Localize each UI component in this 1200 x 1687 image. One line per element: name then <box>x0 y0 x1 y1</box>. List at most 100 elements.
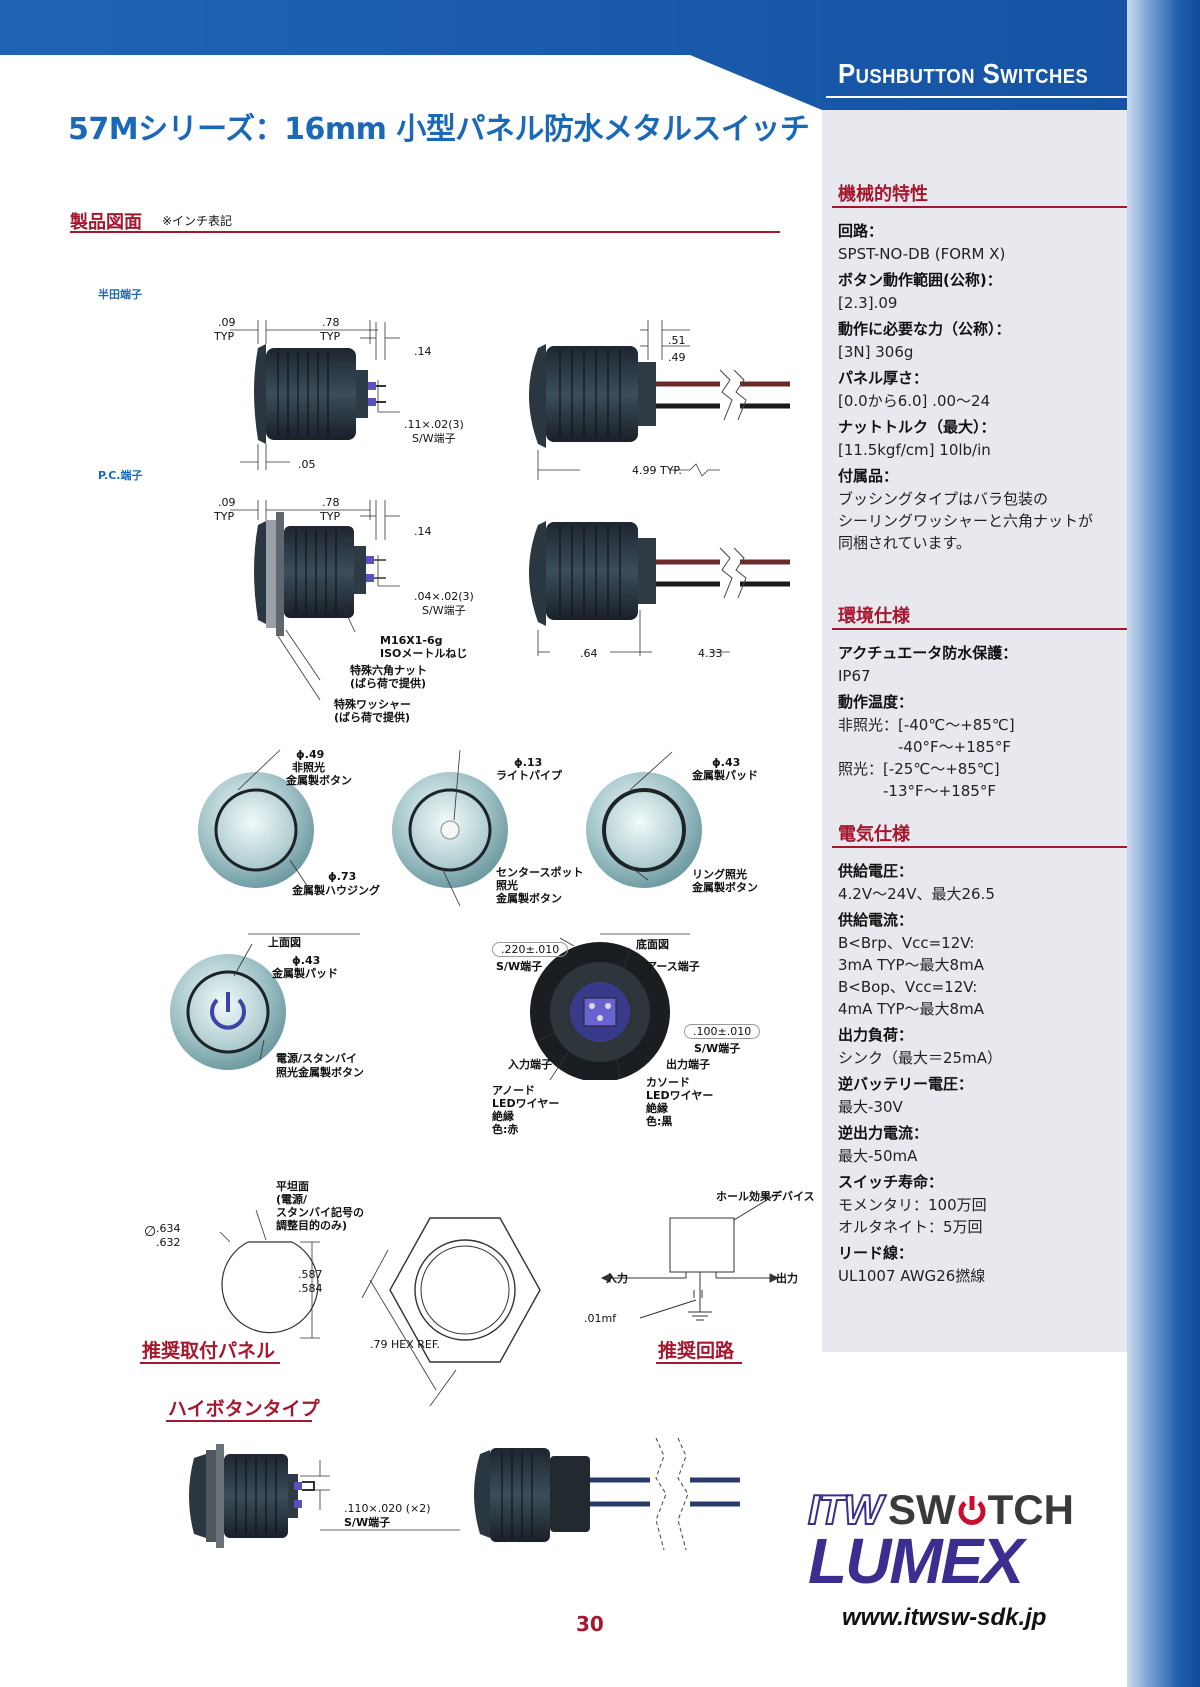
b1-dia: ϕ.49 <box>296 748 325 761</box>
panel-dim-632: .632 <box>156 1236 181 1249</box>
dim-499: 4.99 TYP. <box>632 464 682 477</box>
spec-label: 逆出力電流： <box>838 1124 929 1142</box>
panel-flat-4: 調整目的のみ) <box>276 1219 348 1232</box>
high-button-underline <box>166 1420 312 1422</box>
panel-heading: 推奨取付パネル <box>142 1340 276 1362</box>
panel-cutout <box>219 1209 320 1339</box>
hex-nut-label-1: 特殊六角ナット <box>350 664 427 677</box>
b4-caption-1: 電源/スタンバイ <box>276 1052 358 1065</box>
bv-anode-1: アノード <box>492 1084 536 1097</box>
bv-anode-3: 絶縁 <box>492 1110 514 1123</box>
spec-value: 4mA TYP〜最大8mA <box>838 1000 984 1018</box>
dim-78-b: .78 <box>322 496 340 509</box>
spec-value: B<Brp、Vcc=12V: <box>838 934 975 952</box>
drawing-note: ※インチ表記 <box>162 214 233 228</box>
pc-side-view-right <box>529 521 790 626</box>
sidebar-heading-environment: 環境仕様 <box>838 606 910 627</box>
dim-typ-c: TYP <box>214 510 235 523</box>
hex-ref-label: .79 HEX REF. <box>370 1338 440 1351</box>
button-face-drawings <box>170 749 702 1080</box>
spec-value: B<Bop、Vcc=12V: <box>838 978 978 996</box>
spec-value: [0.0から6.0] .00〜24 <box>838 392 991 410</box>
spec-value: [2.3].09 <box>838 294 898 312</box>
footer-url[interactable]: www.itwsw-sdk.jp <box>842 1604 1047 1631</box>
dim-51: .51 <box>668 334 686 347</box>
panel-dim-584: .584 <box>298 1282 323 1295</box>
dim-78-a: .78 <box>322 316 340 329</box>
panel-flat-3: スタンバイ記号の <box>276 1206 364 1219</box>
button-power-standby <box>170 954 286 1070</box>
spec-label: 回路： <box>838 222 884 240</box>
b1-name-1: 非照光 <box>292 761 325 774</box>
b1-housing: 金属製ハウジング <box>292 884 380 897</box>
spec-value: UL1007 AWG26撚線 <box>838 1267 986 1285</box>
spec-sidebar <box>822 110 1127 1352</box>
washer-label-2: (ばら荷で提供) <box>334 711 411 724</box>
bv-dim-220: .220±.010 <box>492 942 569 957</box>
b2-name: ライトパイプ <box>496 769 562 782</box>
solder-side-view-left <box>254 344 386 444</box>
spec-label: 逆バッテリー電圧： <box>838 1075 974 1093</box>
spec-value: [11.5kgf/cm] 10lb/in <box>838 441 991 459</box>
spec-value: 非照光：[-40℃〜+85℃] <box>838 716 1015 734</box>
button-center-spot <box>392 772 508 888</box>
logo-tch: TCH <box>987 1486 1074 1533</box>
panel-heading-underline <box>140 1362 280 1364</box>
spec-label: アクチュエータ防水保護： <box>838 644 1018 662</box>
dim-typ-b: TYP <box>320 330 341 343</box>
bottom-view-drawing <box>530 942 670 1080</box>
b4-caption-2: 照光金属製ボタン <box>276 1066 364 1079</box>
dim-typ-a: TYP <box>214 330 235 343</box>
high-button-dim: .110×.020 (×2) <box>344 1502 431 1515</box>
panel-and-circuit-drawings <box>219 1191 781 1407</box>
bv-dim-100: .100±.010 <box>684 1024 761 1039</box>
dim-11x02: .11×.02(3) <box>404 418 464 431</box>
dim-m16: M16X1-6g <box>380 634 443 647</box>
spec-label: 付属品： <box>838 467 899 485</box>
logo-itw: ITW <box>807 1486 884 1533</box>
high-button-drawings <box>189 1437 740 1551</box>
spec-label: スイッチ寿命： <box>838 1173 944 1191</box>
button-non-illuminated <box>198 772 314 888</box>
high-button-side-left <box>189 1444 315 1548</box>
right-edge-gradient <box>1127 0 1200 1687</box>
dim-09-a: .09 <box>218 316 236 329</box>
spec-value: [3N] 306g <box>838 343 914 361</box>
spec-label: ナットトルク（最大）： <box>838 418 996 436</box>
dim-14-b: .14 <box>414 525 432 538</box>
spec-value: シーリングワッシャーと六角ナットが <box>838 512 1094 530</box>
logo-lumex: LUMEX <box>808 1525 1024 1597</box>
spec-value: ブッシングタイプはバラ包装の <box>838 490 1049 508</box>
circuit-out: 出力 <box>776 1272 798 1285</box>
panel-dim-634: .634 <box>156 1222 181 1235</box>
page-number: 30 <box>576 1612 604 1636</box>
hex-nut <box>361 1217 541 1407</box>
dim-04x02: .04×.02(3) <box>414 590 474 603</box>
dim-sw-terminal-a: S/W端子 <box>412 432 456 445</box>
b3-caption-1: リング照光 <box>692 868 747 881</box>
spec-label: パネル厚さ： <box>838 369 929 387</box>
hex-nut-label-2: (ばら荷で提供) <box>350 677 427 690</box>
panel-flat-2: (電源/ <box>276 1193 308 1206</box>
spec-value: SPST-NO-DB (FORM X) <box>838 245 1006 263</box>
dim-05: .05 <box>298 458 316 471</box>
b1-name-2: 金属製ボタン <box>286 774 352 787</box>
washer-label-1: 特殊ワッシャー <box>334 698 411 711</box>
dim-49: .49 <box>668 351 686 364</box>
spec-value: 最大-50mA <box>838 1147 918 1165</box>
b2-caption-1: センタースポット <box>496 866 584 879</box>
circuit-diagram <box>600 1191 781 1321</box>
spec-label: ボタン動作範囲(公称)： <box>838 271 1002 289</box>
spec-value: モメンタリ：100万回 <box>838 1196 987 1214</box>
spec-label: 供給電流： <box>838 911 914 929</box>
spec-value: -13°F〜+185°F <box>838 782 996 800</box>
spec-label: 動作に必要な力（公称）： <box>838 320 1011 338</box>
spec-value: -40°F〜+185°F <box>838 738 1011 756</box>
panel-flat-1: 平坦面 <box>276 1180 309 1193</box>
button-ring-illuminated <box>586 772 702 888</box>
dim-typ-d: TYP <box>320 510 341 523</box>
spec-label: 供給電圧： <box>838 862 914 880</box>
spec-value: オルタネイト：5万回 <box>838 1218 983 1236</box>
high-button-side-right <box>474 1437 740 1551</box>
